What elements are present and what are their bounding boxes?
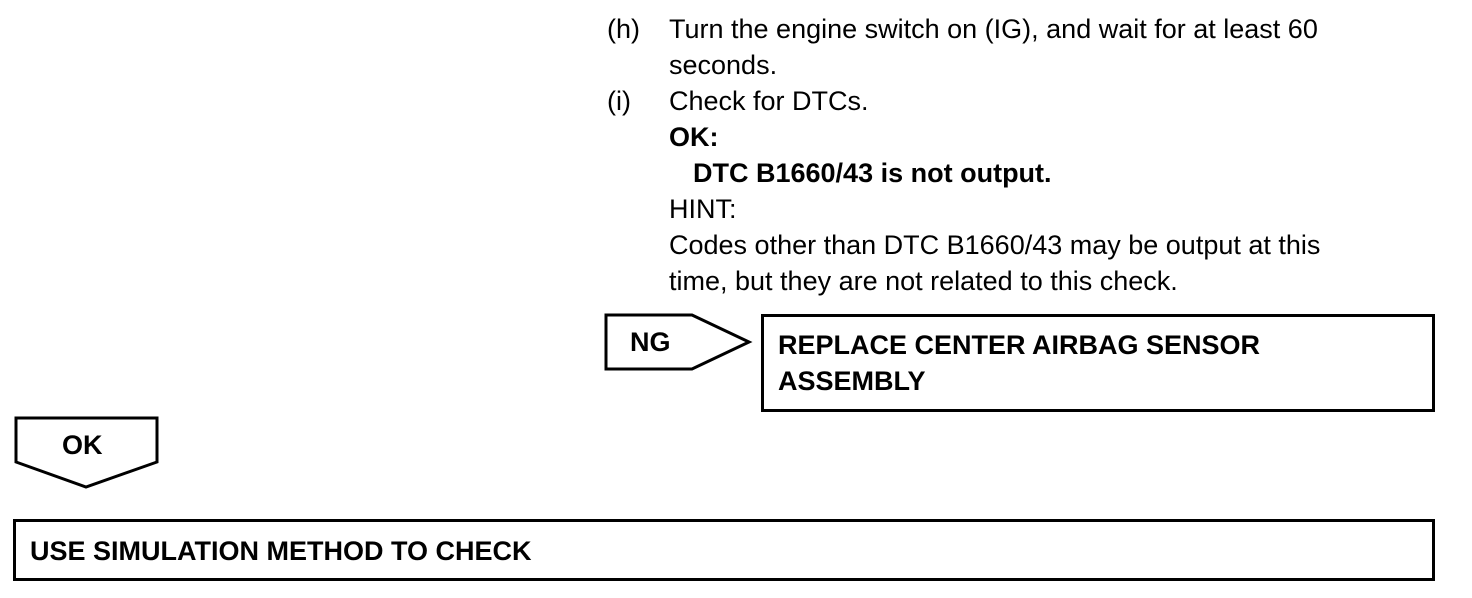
ok-condition: DTC B1660/43 is not output. (693, 158, 1052, 188)
ng-result-line: ASSEMBLY (778, 366, 926, 396)
step-letter: (i) (607, 86, 631, 116)
hint-text-line: time, but they are not related to this c… (669, 266, 1178, 296)
step-text: Check for DTCs. (669, 86, 869, 116)
step-body: Check for DTCs. OK: DTC B1660/43 is not … (669, 83, 1429, 299)
ng-label: NG (630, 327, 671, 357)
hint-text-line: Codes other than DTC B1660/43 may be out… (669, 230, 1321, 260)
ok-result-text: USE SIMULATION METHOD TO CHECK (30, 536, 532, 566)
step-text-line: Turn the engine switch on (IG), and wait… (669, 14, 1318, 44)
hint-label: HINT: (669, 194, 737, 224)
ok-label: OK: (669, 122, 719, 152)
ok-label: OK (62, 430, 103, 460)
ok-result-box: USE SIMULATION METHOD TO CHECK (13, 519, 1435, 581)
step-text-line: seconds. (669, 50, 778, 80)
ng-result-box: REPLACE CENTER AIRBAG SENSOR ASSEMBLY (761, 314, 1435, 412)
ng-result-line: REPLACE CENTER AIRBAG SENSOR (778, 330, 1261, 360)
step-letter: (h) (607, 14, 640, 44)
step-i: (i) Check for DTCs. OK: DTC B1660/43 is … (607, 83, 1437, 299)
ok-arrow-shape (14, 416, 159, 489)
step-h: (h) Turn the engine switch on (IG), and … (607, 11, 1437, 83)
ng-arrow-shape (604, 313, 753, 371)
step-body: Turn the engine switch on (IG), and wait… (669, 11, 1429, 83)
